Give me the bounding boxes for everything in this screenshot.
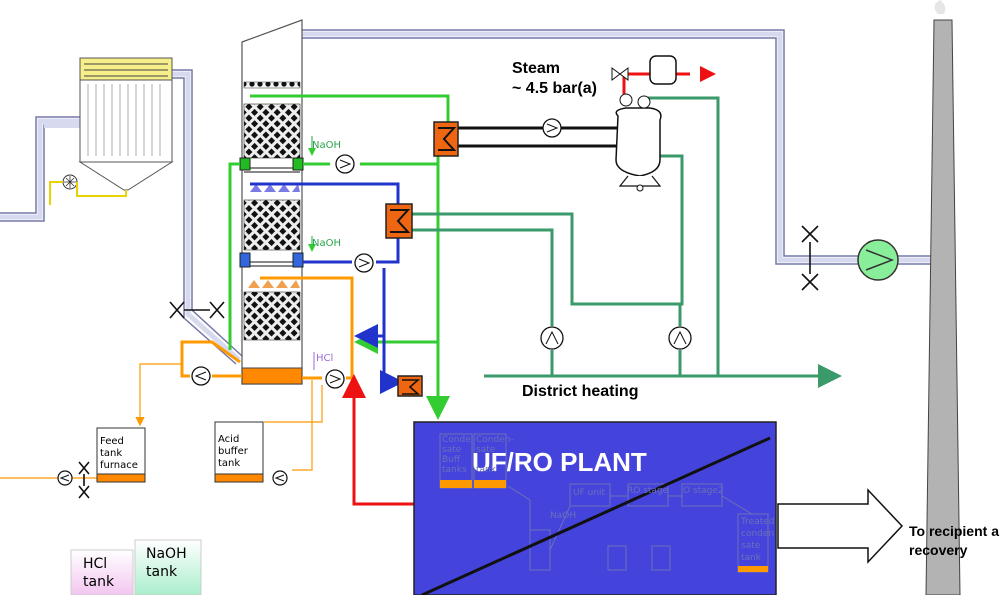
heat-exchanger-top [433,121,459,157]
to-recipient-label: To recipient a [909,523,999,539]
chimney-stack [925,0,961,595]
naoh-dosing-lower-label: NaOH [312,238,341,249]
recovery-label: recovery [909,542,968,558]
hcl-tank-label-2: tank [83,574,115,590]
plant-treated-tank-c: sate [741,541,761,551]
blue-circulation-loop [250,182,404,394]
feed-tank-label-3: furnace [100,460,138,471]
plant-treated-tank-d: tank [741,553,761,563]
heat-exchanger-middle [385,203,413,239]
hcl-tank-label-1: HCl [83,556,108,572]
pump-hcl [325,369,345,389]
plant-condensate-buffer-2a: Conden- [476,435,514,445]
acid-buffer-label-2: buffer [218,446,248,457]
pump-feed-tank [57,470,73,486]
plant-ro-stage-2: O stage2 [683,486,724,496]
hcl-dosing-label: HCl [316,353,334,364]
feed-tank-label-2: tank [100,448,123,459]
scrubber-column [239,19,304,385]
plant-ro-stage-1: RO stage [627,486,669,496]
plant-condensate-buffer-2c: tank [476,465,496,475]
plant-naoh: NaOH [550,511,577,521]
bag-filter [49,57,174,205]
district-heating-label: District heating [522,383,639,400]
pump-blue-loop [354,253,374,273]
dosing-arrows [308,136,316,370]
steam-boiler [611,55,677,192]
naoh-dosing-upper-label: NaOH [312,140,341,151]
steam-pressure-label: ~ 4.5 bar(a) [512,80,597,97]
plant-condensate-buffer-1b: sate [442,445,462,455]
pump-orange-loop [191,366,211,386]
plant-condensate-buffer-1a: Conde [442,435,471,445]
flue-gas-fan [857,239,899,281]
flue-gas-duct [0,29,934,365]
pump-green-loop [335,154,355,174]
pump-district-2 [668,326,692,350]
plant-treated-tank-b: conden [741,529,775,539]
steam-connection [458,126,628,148]
hcl-storage-tank [70,549,134,595]
pump-acid-buffer [272,470,288,486]
plant-condensate-buffer-1c: Buff [442,455,461,465]
naoh-tank-label-1: NaOH [146,546,187,562]
orange-feed-lines [0,363,323,479]
uf-ro-plant-title: UF/RO PLANT [472,447,647,477]
plant-uf-unit: UF unit [573,488,606,498]
acid-buffer-label-1: Acid [218,434,240,445]
uf-ro-plant [413,421,777,595]
naoh-tank-label-2: tank [146,564,178,580]
naoh-storage-tank [134,539,202,595]
pump-steam-link [542,118,562,138]
plant-treated-tank-a: Treated [741,517,775,527]
acid-buffer-tank [214,421,264,483]
to-recipient-arrow [777,488,904,564]
acid-buffer-label-3: tank [218,458,241,469]
heat-exchanger-bottom [397,375,423,397]
plant-condensate-buffer-2b: sate [476,445,496,455]
steam-label: Steam [512,60,561,77]
damper-marks [78,225,819,499]
plant-condensate-buffer-1d: tanks [442,465,467,475]
pump-district-1 [540,326,564,350]
feed-tank-label-1: Feed [100,436,124,447]
feed-tank [96,427,146,483]
